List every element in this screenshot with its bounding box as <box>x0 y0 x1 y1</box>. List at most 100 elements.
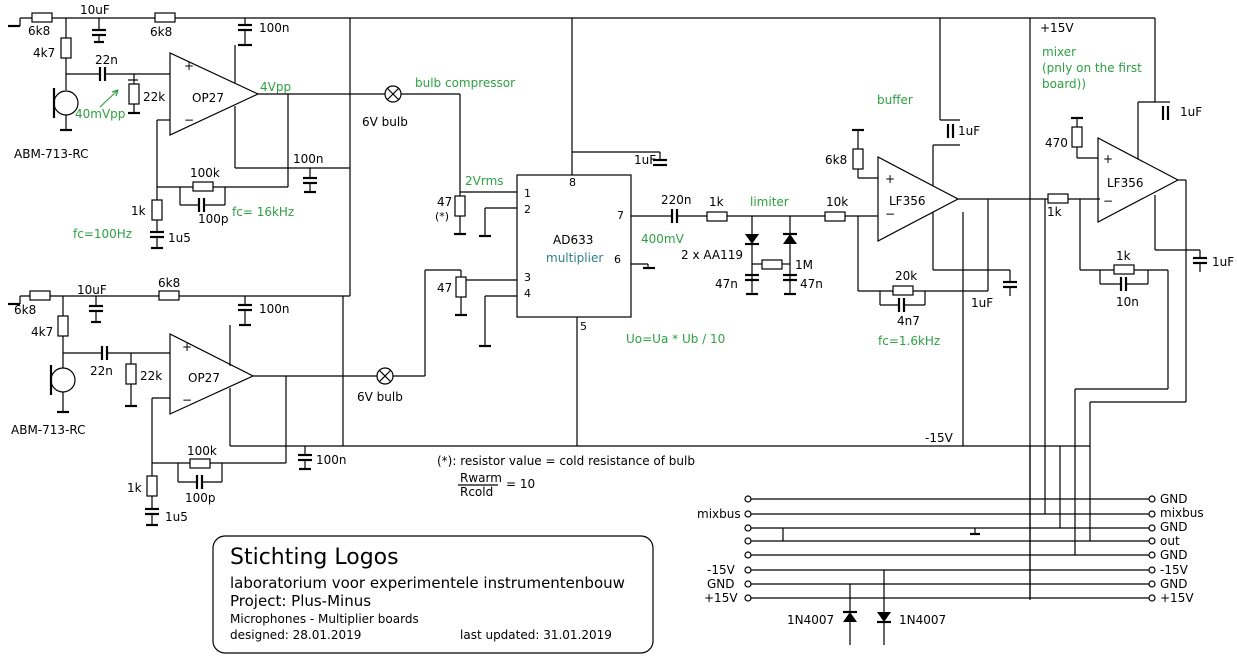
r17-label: 6k8 <box>158 276 180 290</box>
r10-label: 10k <box>826 195 848 209</box>
conn-right-1: mixbus <box>1160 506 1204 520</box>
bulb-compressor-label: bulb compressor <box>415 76 515 90</box>
svg-text:−: − <box>182 393 192 407</box>
svg-text:−: − <box>1103 194 1113 208</box>
mic1-label: ABM-713-RC <box>14 147 88 161</box>
mixer-title: mixer <box>1042 45 1076 59</box>
opamp2-label: LF356 <box>889 194 926 208</box>
formula-label: Uo=Ua * Ub / 10 <box>626 332 725 346</box>
resistor-r20 <box>455 276 467 298</box>
c9-label: 47n <box>715 277 738 291</box>
svg-text:−: − <box>885 207 895 221</box>
conn-left-mixbus: mixbus <box>697 507 741 521</box>
resistor-r18 <box>57 315 69 337</box>
resistor-r7 <box>454 195 466 217</box>
preamp-upper: 6k8 10uF 6k8 100n 4k7 22n 22k ABM-713 <box>8 3 385 250</box>
limiter-label: limiter <box>750 195 789 209</box>
bulb1-label: 6V bulb <box>362 115 408 129</box>
opamp1-label: OP27 <box>192 91 224 105</box>
pin-2: 2 <box>524 203 531 216</box>
r20-label: 47 <box>437 281 452 295</box>
conn-right-7: +15V <box>1160 591 1194 605</box>
bulb-upper: 6V bulb bulb compressor 2Vrms 47 (*) <box>362 76 517 238</box>
r18-label: 4k7 <box>31 325 53 339</box>
c18-label: 100n <box>259 302 290 316</box>
resistor-r8 <box>706 211 728 222</box>
r3-label: 4k7 <box>33 46 55 60</box>
r9-label: 1M <box>795 258 813 272</box>
r13-label: 470 <box>1045 136 1068 150</box>
pin-4: 4 <box>524 287 531 300</box>
r7-label: 47 <box>437 195 452 209</box>
updated-date: last updated: 31.01.2019 <box>460 628 612 642</box>
ic-ad633: AD633 multiplier 1 2 3 4 5 6 7 8 1uF Uo=… <box>479 151 725 446</box>
pin-7: 7 <box>617 209 624 222</box>
pin-6: 6 <box>614 253 621 266</box>
conn-right-6: GND <box>1160 577 1188 591</box>
fc2-label: fc=100Hz <box>73 227 132 241</box>
c1-label: 10uF <box>80 3 110 17</box>
r22-label: 1k <box>127 481 142 495</box>
conn-left-plus15: +15V <box>704 591 738 605</box>
resistor-r11 <box>852 148 864 170</box>
diode-aa119-a <box>745 234 759 244</box>
c4-label: 100n <box>293 152 324 166</box>
resistor-r17 <box>158 290 180 301</box>
r15-label: 1k <box>1116 249 1131 263</box>
conn-right-4: GND <box>1160 548 1188 562</box>
r6-label: 1k <box>131 204 146 218</box>
c15-label: 10n <box>1116 295 1139 309</box>
resistor-r12 <box>892 285 914 296</box>
c20-label: 100n <box>316 453 347 467</box>
r5-label: 100k <box>190 166 220 180</box>
conn-right-3: out <box>1160 534 1180 548</box>
resistor-r19 <box>125 363 137 385</box>
opamp-op27-upper <box>169 52 260 136</box>
r2-label: 6k8 <box>150 25 172 39</box>
r21-label: 100k <box>187 444 217 458</box>
resistor-r21 <box>189 458 211 469</box>
svg-text:+: + <box>182 340 192 354</box>
c2-label: 100n <box>259 21 290 35</box>
designed-date: designed: 28.01.2019 <box>230 628 361 642</box>
c7-label: 1uF <box>634 153 656 167</box>
opamp-lf356-mixer <box>1097 137 1180 223</box>
diode-aa119-b <box>783 234 797 244</box>
r16-label: 6k8 <box>14 303 36 317</box>
opamp-lf356-buffer <box>877 156 960 242</box>
r19-label: 22k <box>140 369 162 383</box>
c11-label: 1uF <box>958 124 980 138</box>
pin-3: 3 <box>524 271 531 284</box>
c3-label: 22n <box>95 53 118 67</box>
buffer-stage: 10k + − LF356 buffer 6k8 1uF 1uF 20k <box>824 93 1048 446</box>
r14-label: 1k <box>1047 205 1062 219</box>
opamp-op27-lower <box>169 333 255 415</box>
conn-left-minus15: -15V <box>707 563 736 577</box>
bulb-lower: 6V bulb 47 <box>357 269 517 404</box>
bulb2-label: 6V bulb <box>357 390 403 404</box>
resistor-r10 <box>824 211 846 222</box>
r4-label: 22k <box>143 90 165 104</box>
r12-label: 20k <box>895 269 917 283</box>
conn-right-0: GND <box>1160 492 1188 506</box>
pin-5: 5 <box>580 320 587 333</box>
resistor-r16 <box>29 290 51 301</box>
resistor-r1 <box>31 12 53 23</box>
c19-label: 22n <box>90 364 113 378</box>
resistor-r4 <box>128 83 140 105</box>
buffer-label: buffer <box>877 93 913 107</box>
v400-label: 400mV <box>641 232 685 246</box>
svg-text:+: + <box>885 172 895 186</box>
diodes-label: 2 x AA119 <box>681 248 743 262</box>
c10-label: 47n <box>800 277 823 291</box>
fc1-label: fc= 16kHz <box>232 205 294 219</box>
board-description: Microphones - Multiplier boards <box>230 612 419 626</box>
resistor-r13 <box>1071 126 1083 148</box>
r11-label: 6k8 <box>825 153 847 167</box>
svg-text:+: + <box>1103 152 1113 166</box>
ic-name: AD633 <box>553 233 593 247</box>
fraction-numerator: Rwarm <box>460 471 502 485</box>
diode-1n4007-a <box>843 612 857 622</box>
svg-text:−: − <box>184 113 194 127</box>
